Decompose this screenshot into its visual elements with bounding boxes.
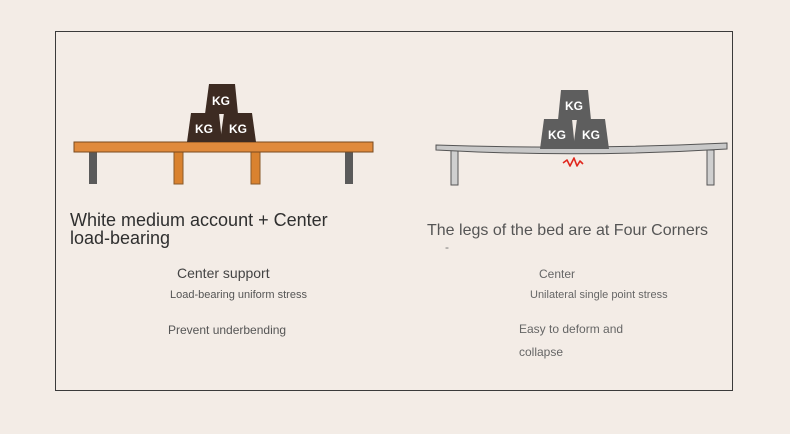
bed-leg-right [345, 151, 353, 184]
svg-text:KG: KG [212, 94, 230, 108]
right-title: The legs of the bed are at Four Corners [427, 222, 709, 239]
content-frame [55, 31, 733, 391]
right-subtitle: Center [539, 267, 576, 281]
kg-weight-bottom-left-grey: KG [540, 119, 575, 149]
left-point-2: Prevent underbending [168, 323, 287, 337]
bed-leg-left [89, 151, 97, 184]
svg-text:KG: KG [565, 99, 583, 113]
svg-text:KG: KG [548, 128, 566, 142]
svg-text:KG: KG [195, 122, 213, 136]
right-point-2: Easy to deform and [519, 322, 624, 336]
kg-weight-top: KG [205, 84, 238, 114]
bed-leg-corner-left [450, 149, 459, 186]
kg-weight-top-grey: KG [558, 90, 591, 120]
right-title-dash: - [445, 240, 449, 254]
kg-weight-bottom-right-grey: KG [573, 119, 609, 149]
right-point-1: Unilateral single point stress [530, 289, 668, 301]
svg-text:KG: KG [229, 122, 247, 136]
left-point-1: Load-bearing uniform stress [170, 289, 307, 301]
bed-leg-corner-right [706, 149, 715, 186]
kg-weight-bottom-right: KG [220, 113, 256, 142]
kg-weight-bottom-left: KG [187, 113, 222, 142]
left-title: White medium account + Center load-beari… [70, 210, 328, 248]
right-point-3: collapse [519, 345, 564, 359]
left-subtitle: Center support [177, 265, 270, 281]
svg-text:KG: KG [582, 128, 600, 142]
stress-crack-icon [562, 157, 584, 167]
